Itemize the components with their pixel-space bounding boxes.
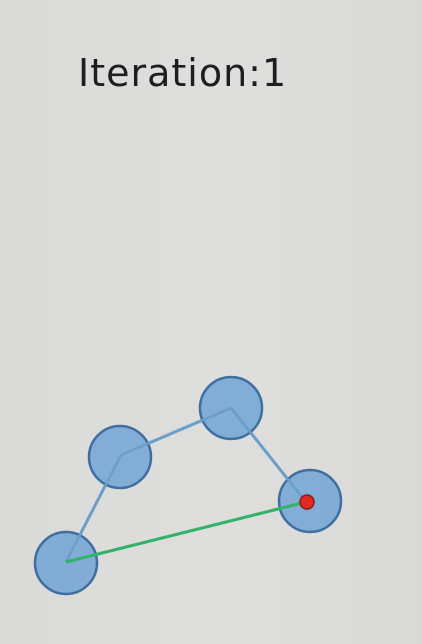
edge-c-d-overlay xyxy=(230,407,307,503)
iteration-counter: Iteration:1 xyxy=(78,50,287,96)
current-position-marker xyxy=(299,494,315,510)
edge-a-d-overlay xyxy=(65,500,307,564)
edge-a-b-overlay xyxy=(64,454,123,563)
iteration-label-text: Iteration: xyxy=(78,51,262,95)
edge-b-c-overlay xyxy=(120,406,232,457)
node-a xyxy=(33,530,99,596)
iteration-value: 1 xyxy=(262,51,288,95)
